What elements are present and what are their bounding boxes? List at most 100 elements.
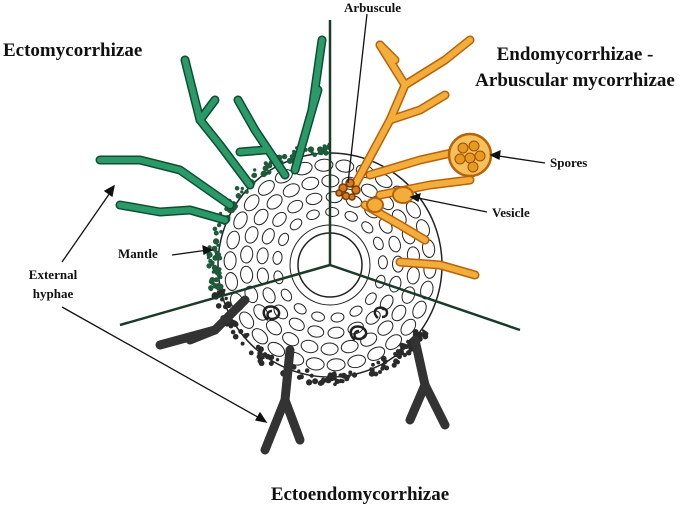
mantle-dot: [443, 252, 448, 257]
mantle-dot: [348, 144, 351, 147]
ecto-hyphae: [95, 35, 327, 225]
mantle-dot: [404, 171, 407, 174]
mantle-dot: [444, 274, 450, 280]
mantle-dot: [210, 260, 215, 265]
mantle-dot: [406, 339, 410, 344]
mantle-dot: [281, 153, 288, 160]
cortex-cell: [223, 251, 237, 271]
pointer-lines: [61, 13, 546, 423]
mantle-dot: [356, 147, 362, 153]
mantle-dot: [333, 147, 339, 153]
cortex-cell: [327, 326, 345, 339]
vesicle-1: [392, 186, 414, 204]
mantle-dot: [444, 284, 448, 288]
mantle-dot: [342, 146, 346, 150]
mantle-dot: [333, 382, 337, 387]
mantle-dot: [446, 275, 451, 280]
cortex-cell: [320, 342, 339, 356]
mantle-dot: [432, 210, 437, 215]
mantle-dot: [444, 275, 450, 280]
mantle-dot: [439, 297, 443, 301]
mantle-dot: [240, 186, 244, 191]
mantle-dot: [334, 378, 340, 384]
cortex-cell: [306, 209, 320, 221]
cortex-cell: [253, 208, 269, 226]
cortex-cell: [325, 206, 340, 218]
mantle-dot: [444, 280, 449, 285]
mantle-dot: [312, 152, 318, 158]
mantle-dot: [432, 320, 437, 325]
mantle-dot: [446, 275, 452, 281]
mantle-dot: [444, 239, 448, 243]
cortex-cell: [385, 334, 403, 350]
mantle-dot: [224, 296, 228, 301]
mantle-dot: [446, 256, 450, 260]
endomycorrhizae-title-line2: Arbuscular mycorrhizae: [475, 70, 675, 91]
mantle-dot: [442, 237, 448, 243]
divider-left: [119, 263, 331, 327]
mantle-dot: [444, 256, 448, 260]
mantle-dot: [338, 147, 343, 152]
mantle-dot: [436, 215, 442, 221]
mantle-dot: [337, 145, 342, 150]
mantle-dot: [220, 297, 225, 302]
vesicle-label: Vesicle: [492, 205, 530, 220]
mantle-dot: [346, 144, 351, 149]
cortex-cell: [349, 305, 363, 317]
mantle-dot: [443, 290, 447, 294]
mantle-dot: [443, 284, 447, 288]
mantle-dot: [447, 275, 450, 278]
mantle-dot: [230, 319, 237, 326]
cortex-cell: [347, 354, 367, 369]
mantle-dot: [262, 352, 268, 357]
mantle-dot: [208, 286, 214, 292]
mantle-dot: [245, 332, 250, 337]
mantle-dot: [212, 292, 218, 298]
mantle-dot: [443, 253, 447, 257]
mantle-dot: [344, 376, 350, 382]
mantle-dot: [251, 172, 258, 178]
mantle-dot: [443, 255, 449, 261]
mantle-dot: [340, 148, 344, 152]
mantle-dot: [346, 145, 350, 149]
sector-dividers: [119, 20, 521, 332]
mantle-dot: [444, 274, 450, 280]
mantle-dot: [442, 235, 446, 239]
mantle-dot: [230, 329, 236, 335]
cortex-cell: [344, 211, 358, 222]
mantle-dot: [439, 224, 444, 229]
mantle-dot: [351, 372, 358, 378]
cortex-cell: [340, 339, 359, 354]
mantle-dot: [446, 240, 449, 243]
mantle-dot: [267, 163, 273, 169]
mantle-dot: [446, 253, 452, 259]
mantle-dot: [357, 145, 361, 149]
mantle-dot: [240, 190, 244, 194]
cortex-cell: [400, 318, 417, 336]
mantle-dot: [379, 152, 385, 158]
mantle-dot: [317, 380, 324, 386]
mantle-dot: [440, 284, 446, 290]
cortex-cell: [377, 255, 388, 270]
mantle-dot: [317, 146, 324, 153]
mantle-dot: [407, 178, 410, 181]
mantle-dot: [438, 227, 442, 231]
mantle-dot: [441, 223, 446, 228]
mantle-dot: [442, 254, 448, 260]
mantle-dot: [431, 318, 437, 324]
cortex-cell: [261, 228, 275, 245]
mantle-dot: [322, 144, 327, 149]
mantle-dot: [397, 354, 402, 360]
cortex-cell: [262, 287, 276, 304]
mantle-dot: [425, 326, 429, 330]
mantle-dot: [331, 142, 336, 147]
spores-pointer: [491, 154, 546, 164]
external-hyphae-line2: hyphae: [32, 286, 74, 301]
cortex-cell: [412, 300, 427, 319]
mantle-dot: [358, 148, 362, 152]
mantle-dot: [402, 352, 407, 358]
mantle-dot: [268, 361, 274, 366]
mantle-dot: [435, 214, 441, 220]
mantle-dot: [337, 143, 342, 148]
arbuscule-pointer: [347, 13, 368, 184]
